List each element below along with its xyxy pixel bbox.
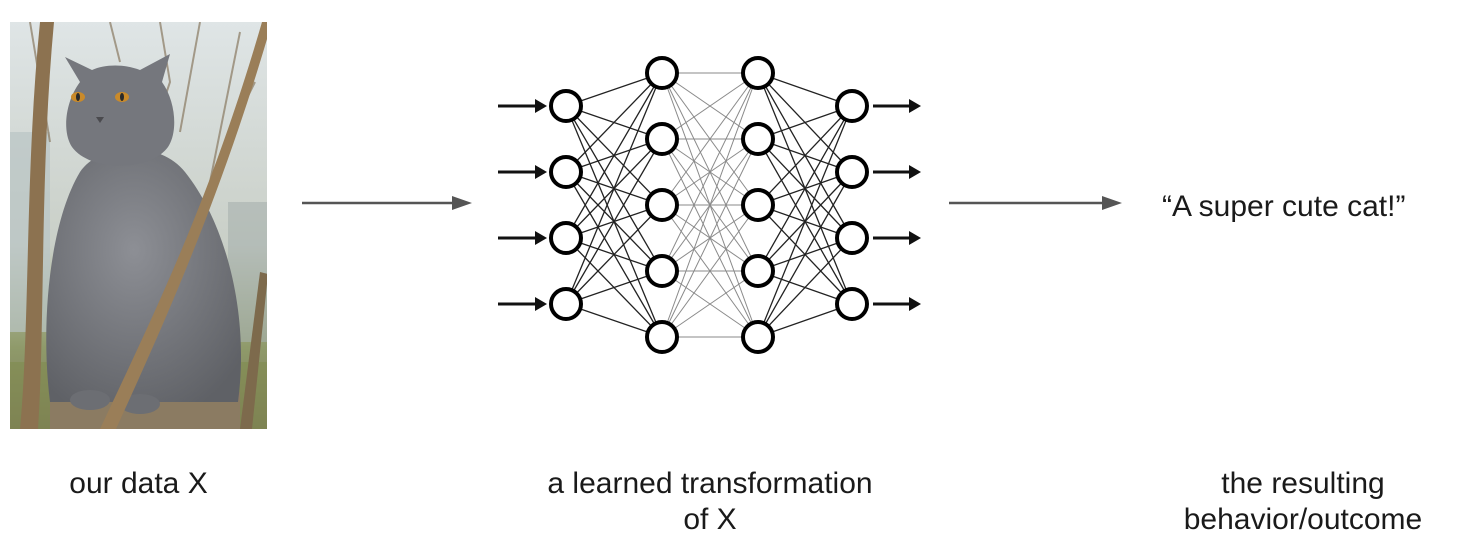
small-arrow-icon: [498, 231, 547, 245]
network-node: [645, 122, 679, 156]
small-arrow-icon: [873, 99, 921, 113]
network-edge: [757, 105, 853, 272]
small-arrow-icon: [498, 165, 547, 179]
small-arrow-icon: [498, 99, 547, 113]
network-edge: [661, 72, 759, 206]
right-arrow-icon: [300, 193, 475, 213]
network-io-arrows: [498, 99, 921, 311]
small-arrow-icon: [873, 297, 921, 311]
network-node: [645, 56, 679, 90]
network-edge: [757, 171, 853, 338]
network-edge: [565, 72, 663, 173]
network-node: [645, 320, 679, 354]
network-node: [741, 188, 775, 222]
network-edge: [757, 105, 853, 338]
network-edge: [661, 138, 759, 338]
network-node: [549, 155, 583, 189]
network-node: [835, 155, 869, 189]
network-edge: [565, 72, 663, 239]
network-edge: [565, 72, 663, 305]
caption-outcome-line1: the resulting: [1221, 467, 1385, 500]
network-edge: [661, 270, 759, 338]
caption-transformation-line2: of X: [683, 503, 737, 536]
output-quote: “A super cute cat!”: [1162, 190, 1406, 223]
network-node: [835, 221, 869, 255]
network-edge: [565, 204, 663, 305]
caption-transformation: a learned transformation of X: [490, 466, 930, 538]
network-node: [645, 188, 679, 222]
network-node: [835, 287, 869, 321]
network-node: [741, 56, 775, 90]
small-arrow-icon: [873, 231, 921, 245]
network-node: [741, 320, 775, 354]
right-arrow-icon: [947, 193, 1125, 213]
network-node: [549, 287, 583, 321]
caption-outcome: the resulting behavior/outcome: [1150, 466, 1456, 538]
caption-outcome-line2: behavior/outcome: [1183, 503, 1423, 536]
network-edge: [757, 237, 853, 338]
network-node: [741, 254, 775, 288]
network-edges: [565, 72, 853, 338]
network-edge: [661, 72, 759, 140]
caption-transformation-line1: a learned transformation: [547, 467, 873, 500]
network-node: [835, 89, 869, 123]
caption-data: our data X: [10, 466, 267, 502]
cat-photo: [10, 21, 272, 429]
network-edge: [565, 138, 663, 305]
caption-data-text: our data X: [69, 467, 208, 500]
network-node: [645, 254, 679, 288]
small-arrow-icon: [873, 165, 921, 179]
network-edge: [661, 72, 759, 272]
neural-network-diagram: [498, 56, 921, 354]
network-edge: [661, 204, 759, 338]
network-nodes: [549, 56, 869, 354]
network-node: [549, 221, 583, 255]
small-arrow-icon: [498, 297, 547, 311]
network-edge: [757, 105, 853, 206]
network-node: [741, 122, 775, 156]
network-node: [549, 89, 583, 123]
network-edge: [661, 72, 759, 338]
